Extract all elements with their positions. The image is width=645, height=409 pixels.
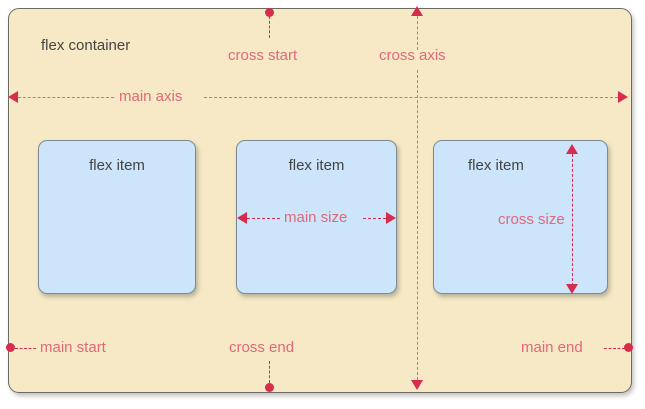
main-start-label: main start bbox=[40, 339, 106, 356]
flex-item-1-label: flex item bbox=[89, 157, 145, 174]
cross-axis-line-lower bbox=[417, 70, 418, 380]
main-start-stem bbox=[15, 348, 36, 349]
main-size-line-left bbox=[247, 218, 280, 219]
cross-size-arrowhead-down bbox=[566, 284, 578, 294]
flex-item-3-label: flex item bbox=[468, 157, 524, 174]
cross-axis-arrowhead-up bbox=[411, 6, 423, 16]
main-size-line-right bbox=[363, 218, 386, 219]
flex-item-1: flex item bbox=[38, 140, 196, 294]
cross-size-line bbox=[572, 154, 573, 286]
main-size-arrowhead-left bbox=[237, 212, 247, 224]
cross-end-stem bbox=[269, 361, 270, 383]
cross-axis-label: cross axis bbox=[379, 47, 446, 64]
flex-item-2: flex item bbox=[236, 140, 397, 294]
main-size-label: main size bbox=[284, 209, 348, 226]
main-start-dot bbox=[6, 343, 15, 352]
main-end-stem bbox=[604, 348, 625, 349]
flex-item-3: flex item bbox=[433, 140, 608, 294]
main-axis-label: main axis bbox=[119, 88, 183, 105]
cross-axis-arrowhead-down bbox=[411, 380, 423, 390]
cross-end-label: cross end bbox=[229, 339, 295, 356]
main-axis-arrowhead-left bbox=[8, 91, 18, 103]
cross-start-dot bbox=[265, 8, 274, 17]
cross-size-arrowhead-up bbox=[566, 144, 578, 154]
cross-size-label: cross size bbox=[498, 211, 565, 228]
flex-container-label: flex container bbox=[41, 37, 131, 54]
main-size-arrowhead-right bbox=[386, 212, 396, 224]
cross-start-stem bbox=[269, 16, 270, 38]
cross-start-label: cross start bbox=[228, 47, 298, 64]
main-end-dot bbox=[624, 343, 633, 352]
main-axis-arrowhead-right bbox=[618, 91, 628, 103]
main-end-label: main end bbox=[521, 339, 583, 356]
main-axis-line-left bbox=[18, 97, 114, 98]
main-axis-line-right bbox=[204, 97, 618, 98]
cross-axis-line-upper bbox=[417, 16, 418, 50]
flex-item-2-label: flex item bbox=[288, 157, 345, 174]
cross-end-dot bbox=[265, 383, 274, 392]
